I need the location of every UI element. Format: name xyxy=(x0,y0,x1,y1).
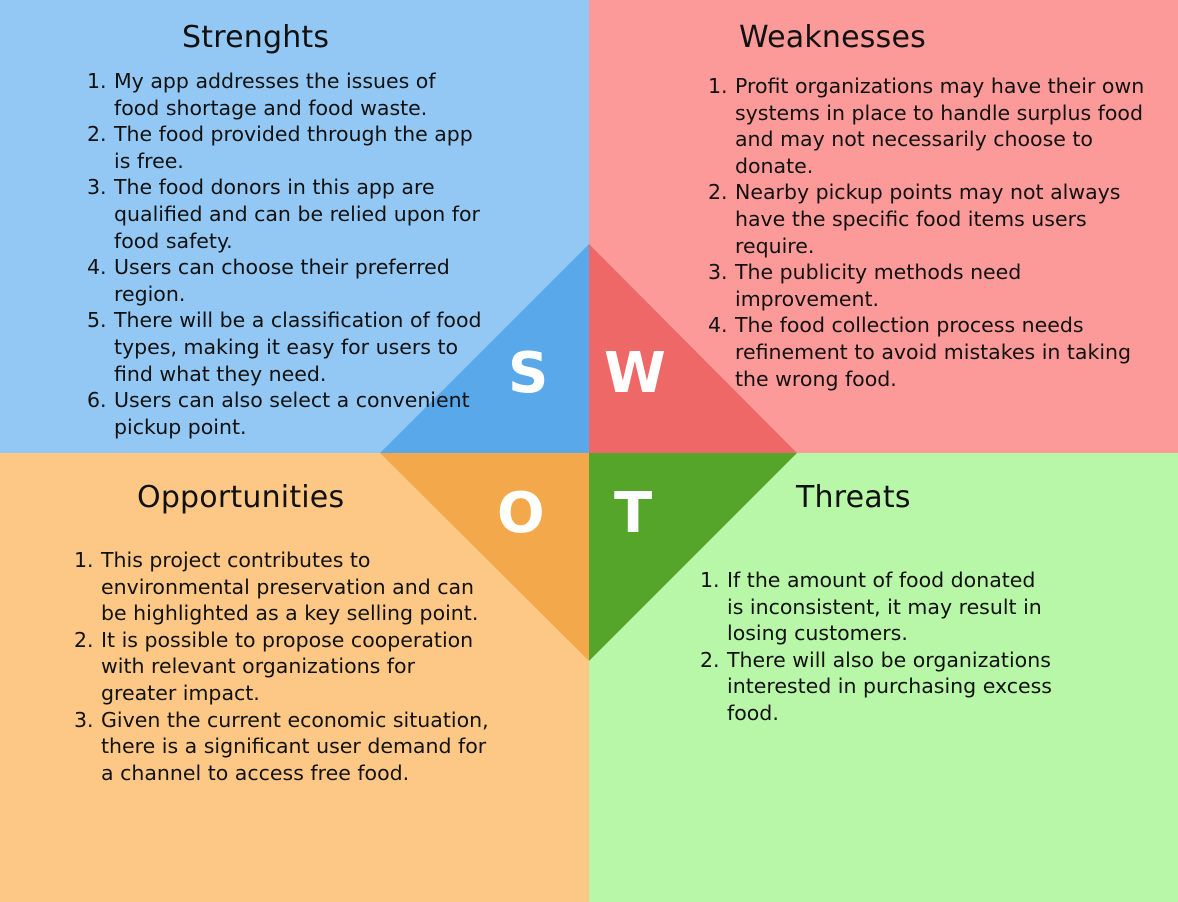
weaknesses-item: 2. Nearby pickup points may not always ha… xyxy=(708,179,1146,259)
strengths-item-text: There will be a classification of food t… xyxy=(114,308,482,386)
weaknesses-item: 4. The food collection process needs refi… xyxy=(708,312,1146,392)
threats-item-text: If the amount of food donated is inconsi… xyxy=(727,568,1042,646)
threats-item-number: 1. xyxy=(700,568,720,592)
strengths-item: 6. Users can also select a convenient pic… xyxy=(87,387,482,440)
strengths-item-text: My app addresses the issues of food shor… xyxy=(114,69,436,120)
weaknesses-item-number: 2. xyxy=(708,180,728,205)
strengths-item-text: The food donors in this app are qualifie… xyxy=(114,175,480,253)
threats-item: 2. There will also be organizations inter… xyxy=(700,647,1052,727)
strengths-item-number: 5. xyxy=(87,308,107,333)
opportunities-item-text: Given the current economic situation, th… xyxy=(101,707,489,785)
strengths-item-number: 1. xyxy=(87,69,107,93)
strengths-item-text: Users can also select a convenient picku… xyxy=(114,388,470,439)
opportunities-title: Opportunities xyxy=(137,480,345,515)
strengths-item: 5. There will be a classification of food… xyxy=(87,307,482,387)
strengths-list: 1. My app addresses the issues of food sh… xyxy=(87,68,482,440)
letter-t: T xyxy=(614,481,653,546)
threats-title: Threats xyxy=(796,480,911,515)
letter-w: W xyxy=(604,341,666,406)
threats-item-number: 2. xyxy=(700,647,720,672)
opportunities-item-text: This project contributes to environmenta… xyxy=(101,548,479,626)
threats-item: 1. If the amount of food donated is incon… xyxy=(700,567,1052,647)
strengths-item-number: 6. xyxy=(87,388,107,413)
strengths-item-text: The food provided through the app is fre… xyxy=(114,122,473,173)
opportunities-item-number: 3. xyxy=(74,707,94,732)
threats-list: 1. If the amount of food donated is incon… xyxy=(700,567,1052,727)
opportunities-item: 1. This project contributes to environmen… xyxy=(74,547,492,627)
letter-s: S xyxy=(508,341,549,406)
strengths-item: 2. The food provided through the app is f… xyxy=(87,121,482,174)
weaknesses-item-text: Profit organizations may have their own … xyxy=(735,74,1145,178)
opportunities-item-text: It is possible to propose cooperation wi… xyxy=(101,627,474,705)
strengths-item: 4. Users can choose their preferred regio… xyxy=(87,254,482,307)
strengths-item-number: 4. xyxy=(87,255,107,280)
weaknesses-item-text: The food collection process needs refine… xyxy=(735,313,1132,391)
weaknesses-item-number: 1. xyxy=(708,74,728,98)
strengths-item-text: Users can choose their preferred region. xyxy=(114,255,450,306)
threats-item-text: There will also be organizations interes… xyxy=(727,647,1052,725)
weaknesses-list: 1. Profit organizations may have their ow… xyxy=(708,73,1146,392)
weaknesses-item-text: The publicity methods need improvement. xyxy=(735,260,1022,311)
strengths-item-number: 3. xyxy=(87,175,107,200)
opportunities-item: 3. Given the current economic situation, … xyxy=(74,707,492,787)
strengths-item-number: 2. xyxy=(87,122,107,147)
opportunities-item: 2. It is possible to propose cooperation … xyxy=(74,627,492,707)
opportunities-list: 1. This project contributes to environmen… xyxy=(74,547,492,786)
letter-o: O xyxy=(497,481,545,546)
weaknesses-item: 1. Profit organizations may have their ow… xyxy=(708,73,1146,179)
strengths-title: Strenghts xyxy=(182,20,330,55)
weaknesses-title: Weaknesses xyxy=(739,20,926,55)
weaknesses-item-number: 4. xyxy=(708,313,728,338)
weaknesses-item-text: Nearby pickup points may not always have… xyxy=(735,180,1121,258)
weaknesses-item: 3. The publicity methods need improvement… xyxy=(708,259,1146,312)
opportunities-item-number: 2. xyxy=(74,627,94,652)
weaknesses-item-number: 3. xyxy=(708,260,728,285)
strengths-item: 3. The food donors in this app are qualif… xyxy=(87,174,482,254)
opportunities-item-number: 1. xyxy=(74,548,94,572)
strengths-item: 1. My app addresses the issues of food sh… xyxy=(87,68,482,121)
